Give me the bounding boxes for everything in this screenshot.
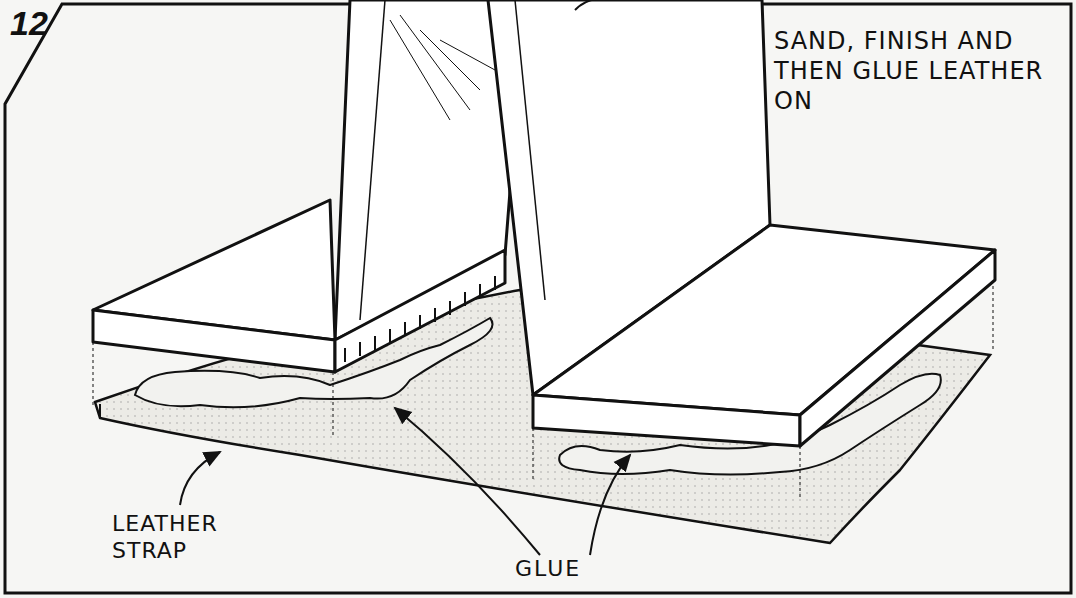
part-label: GLUE <box>515 556 581 581</box>
part-label: LEATHER STRAP <box>112 510 282 564</box>
instruction-note: SAND, FINISH AND THEN GLUE LEATHER ON <box>774 26 1059 116</box>
callout-number: 12 <box>10 4 48 43</box>
left-foot <box>93 200 505 372</box>
right-foot <box>533 225 995 446</box>
leader-line <box>180 408 630 555</box>
